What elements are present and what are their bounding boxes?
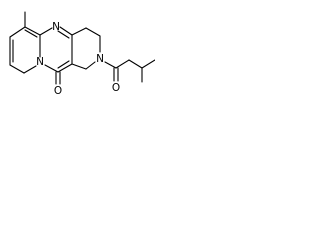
bond [57, 60, 70, 69]
bond [128, 59, 143, 69]
bond [9, 26, 26, 38]
bond [57, 30, 70, 39]
bond [115, 59, 130, 69]
bond [44, 64, 59, 73]
atom-label-n-upper: N [52, 21, 60, 33]
bond [23, 65, 37, 74]
piperidine-ring [71, 27, 101, 70]
atom-labels: N N N O O [36, 21, 120, 97]
bond [71, 63, 87, 70]
bond [9, 64, 25, 74]
bond [59, 26, 73, 36]
atom-label-n-lower: N [36, 56, 44, 68]
acyl-chain [104, 59, 155, 83]
pyrimidinone-ring [39, 26, 73, 85]
bond [104, 61, 117, 69]
atom-label-o-ring: O [54, 85, 62, 97]
atom-label-n-piperidine: N [96, 53, 104, 65]
bond [85, 61, 96, 70]
bond [24, 26, 41, 36]
bond [39, 27, 53, 36]
bond [85, 27, 101, 37]
bond [141, 59, 155, 69]
bond [57, 63, 73, 73]
pyridine-ring [9, 11, 41, 74]
atom-label-o-acyl: O [112, 82, 120, 94]
bond [71, 27, 87, 36]
bond [24, 29, 38, 38]
chemical-structure-diagram: N N N O O [9, 11, 155, 97]
